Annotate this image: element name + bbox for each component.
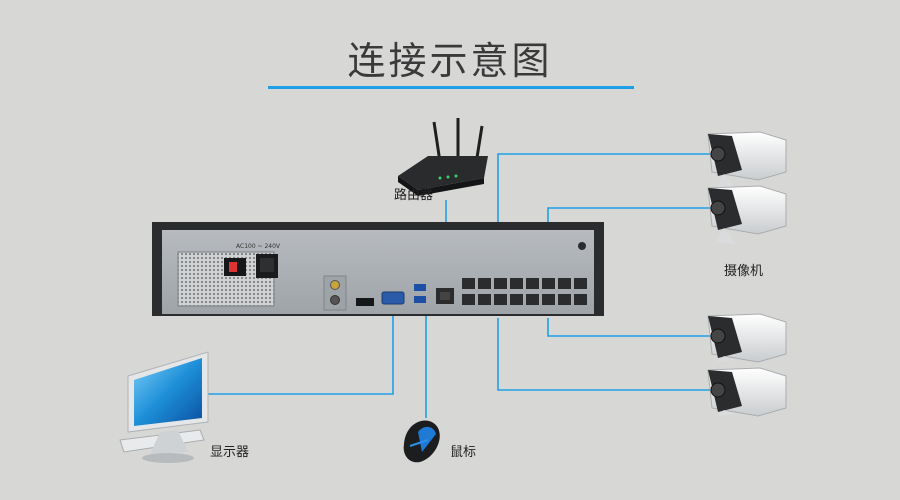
monitor-icon: [119, 351, 209, 463]
power-rating-label: AC100 ~ 240V: [236, 243, 281, 250]
nvr-recorder-icon: AC100 ~ 240V: [152, 222, 604, 316]
camera-1-icon: [707, 131, 787, 190]
camera-label: 摄像机: [724, 264, 764, 279]
mouse-label: 鼠标: [450, 445, 477, 460]
camera-3-link: [547, 318, 710, 337]
camera-3-icon: [707, 313, 787, 363]
camera-4-link: [497, 318, 710, 391]
camera-4-icon: [707, 367, 787, 417]
monitor-link: [208, 312, 394, 395]
mouse-icon: [403, 420, 440, 463]
title-underline: [268, 86, 634, 89]
router-icon: [398, 118, 488, 196]
monitor-label: 显示器: [210, 445, 250, 460]
router-label: 路由器: [394, 188, 434, 203]
page-title: 连接示意图: [347, 39, 553, 83]
camera-2-icon: [707, 185, 787, 244]
